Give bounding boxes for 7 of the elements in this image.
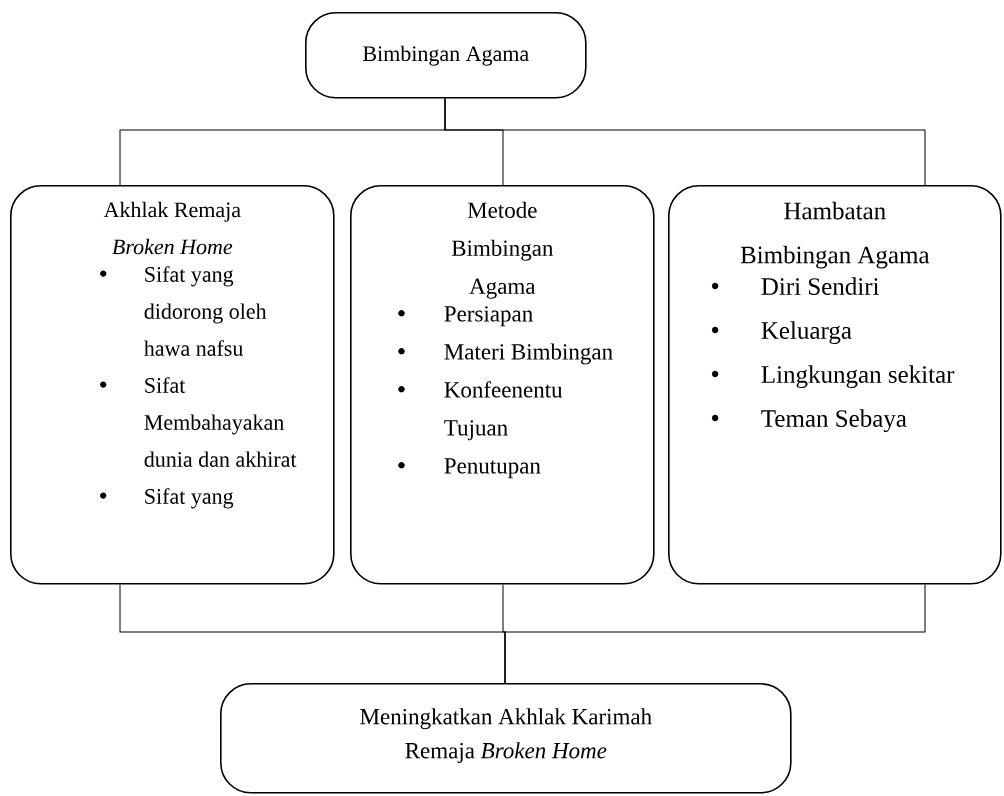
- rounded-box: Bimbingan Agama: [305, 12, 587, 99]
- connector-line: [504, 584, 926, 684]
- connector-line: [444, 98, 926, 186]
- rounded-box: Metode Bimbingan Agama Persiapan Materi Bimbingan Konfeenentu Tujuan Penutupan: [350, 185, 655, 585]
- rounded-box: Hambatan Bimbingan Agama Diri Sendiri Keluarga Lingkungan sekitar Teman Sebaya: [668, 185, 1002, 585]
- rounded-box: Meningkatkan Akhlak Karimah Remaja Broken Home: [220, 683, 792, 794]
- rounded-box: Akhlak Remaja Broken Home Sifat yang didorong oleh hawa nafsu Sifat Membahayakan dunia dan akhirat Sifat yang: [10, 185, 335, 585]
